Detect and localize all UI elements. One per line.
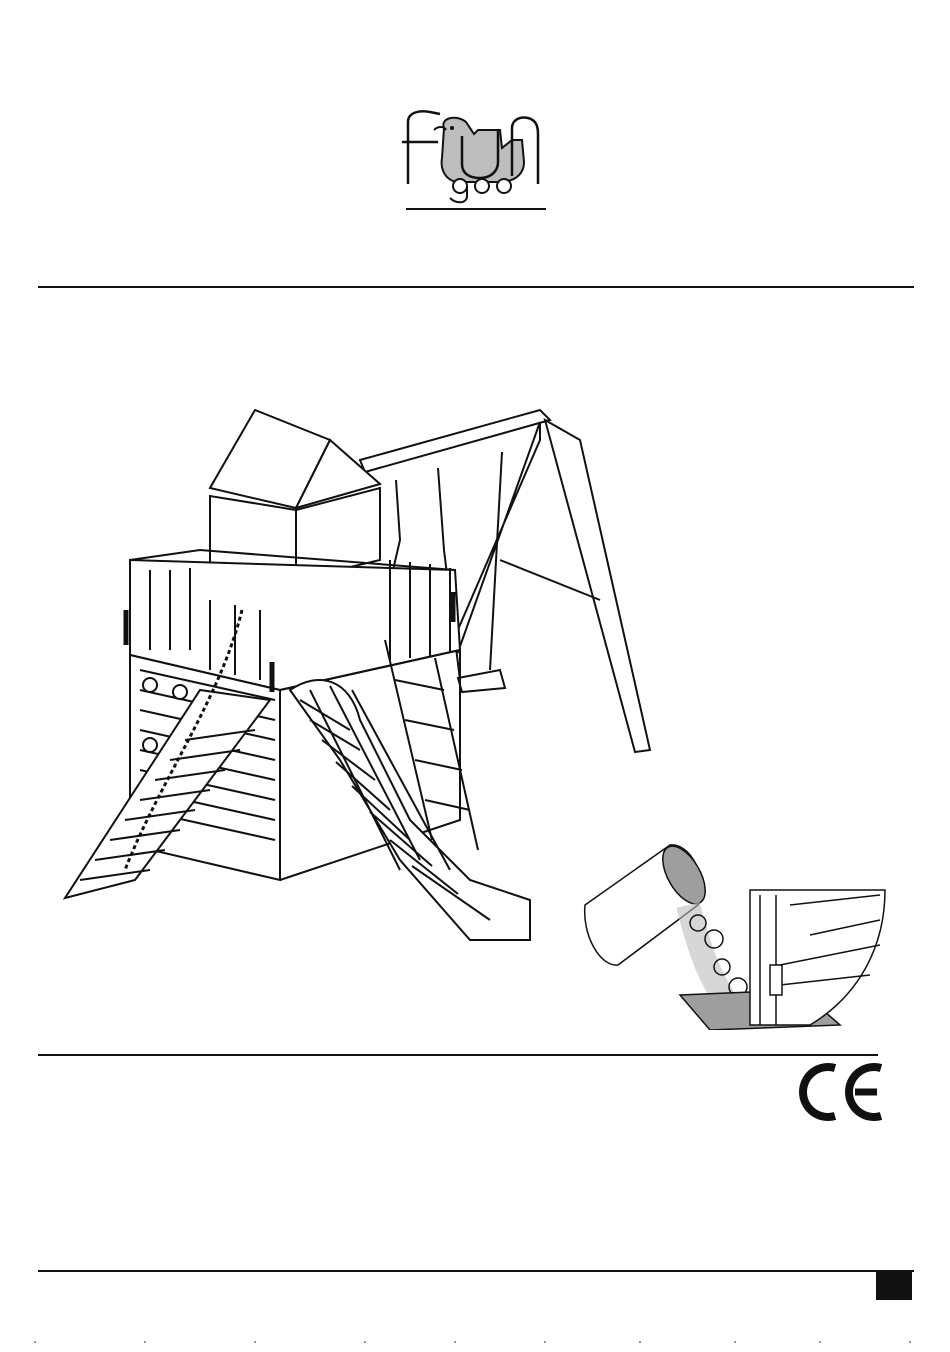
brand-logo <box>400 100 552 216</box>
bottom-edge-marks <box>0 1334 950 1344</box>
middle-divider <box>38 1054 878 1056</box>
fun-goo-logo-icon <box>400 100 552 216</box>
top-divider <box>38 286 914 288</box>
ce-mark-icon <box>795 1062 887 1122</box>
bottom-divider <box>38 1270 914 1272</box>
ce-mark <box>795 1062 887 1122</box>
page-marker <box>876 1270 912 1300</box>
logo-underline <box>406 208 546 210</box>
playground-illustration <box>60 400 660 950</box>
foundation-detail <box>580 835 890 1030</box>
